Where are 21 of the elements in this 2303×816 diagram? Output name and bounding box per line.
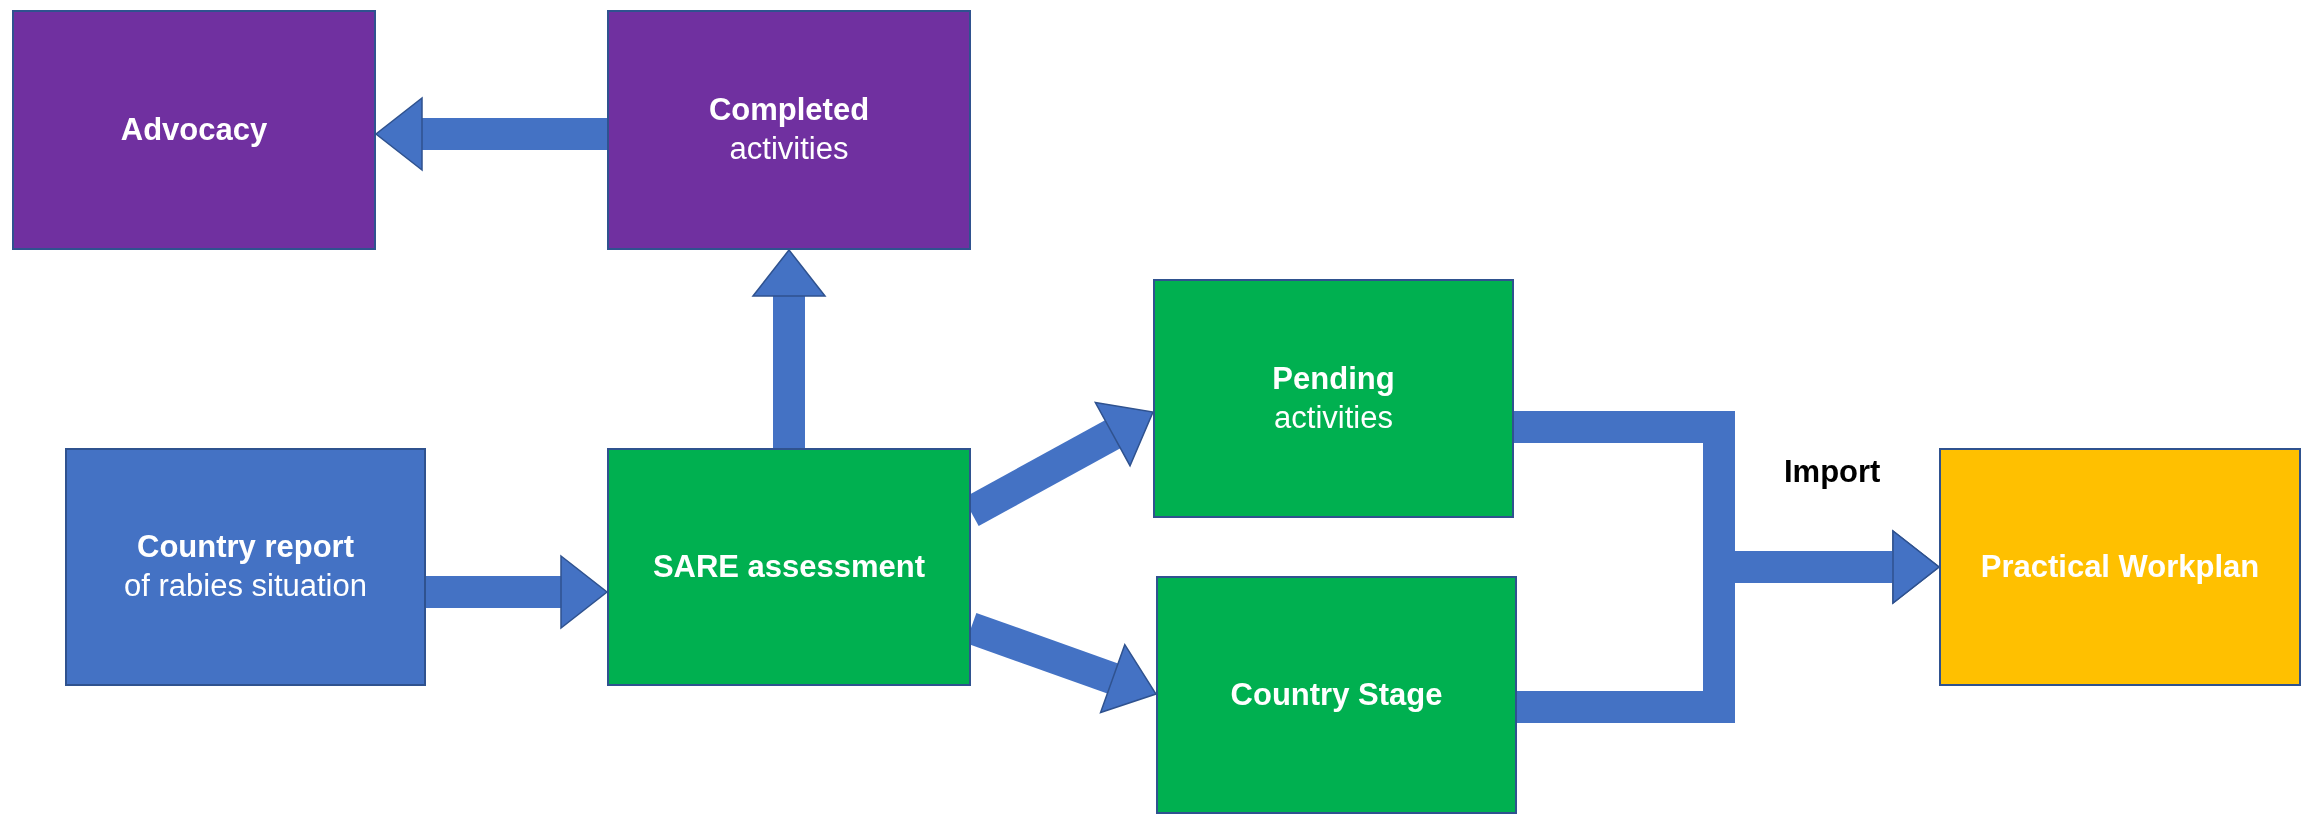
block-arrow xyxy=(426,555,608,629)
process-box xyxy=(1939,448,2301,686)
box-text: Country report xyxy=(137,528,354,567)
block-arrow xyxy=(1517,530,1940,723)
box-text: Country Stage xyxy=(1230,675,1443,714)
box-text: SARE assessment xyxy=(652,547,926,586)
block-arrow xyxy=(375,97,607,171)
box-text: activities xyxy=(729,130,849,168)
box-text: Completed xyxy=(708,91,870,130)
box-text: Advocacy xyxy=(120,110,268,149)
block-arrow xyxy=(752,249,826,448)
box-text: Pending xyxy=(1272,359,1395,398)
box-text: Practical Workplan xyxy=(1980,547,2260,586)
box-text: of rabies situation xyxy=(124,567,367,605)
box-text: activities xyxy=(1274,398,1393,437)
process-box xyxy=(1153,279,1514,518)
process-box xyxy=(65,448,426,686)
process-box xyxy=(607,10,971,250)
process-box xyxy=(1156,576,1517,814)
process-box xyxy=(12,10,376,250)
process-box xyxy=(607,448,971,686)
